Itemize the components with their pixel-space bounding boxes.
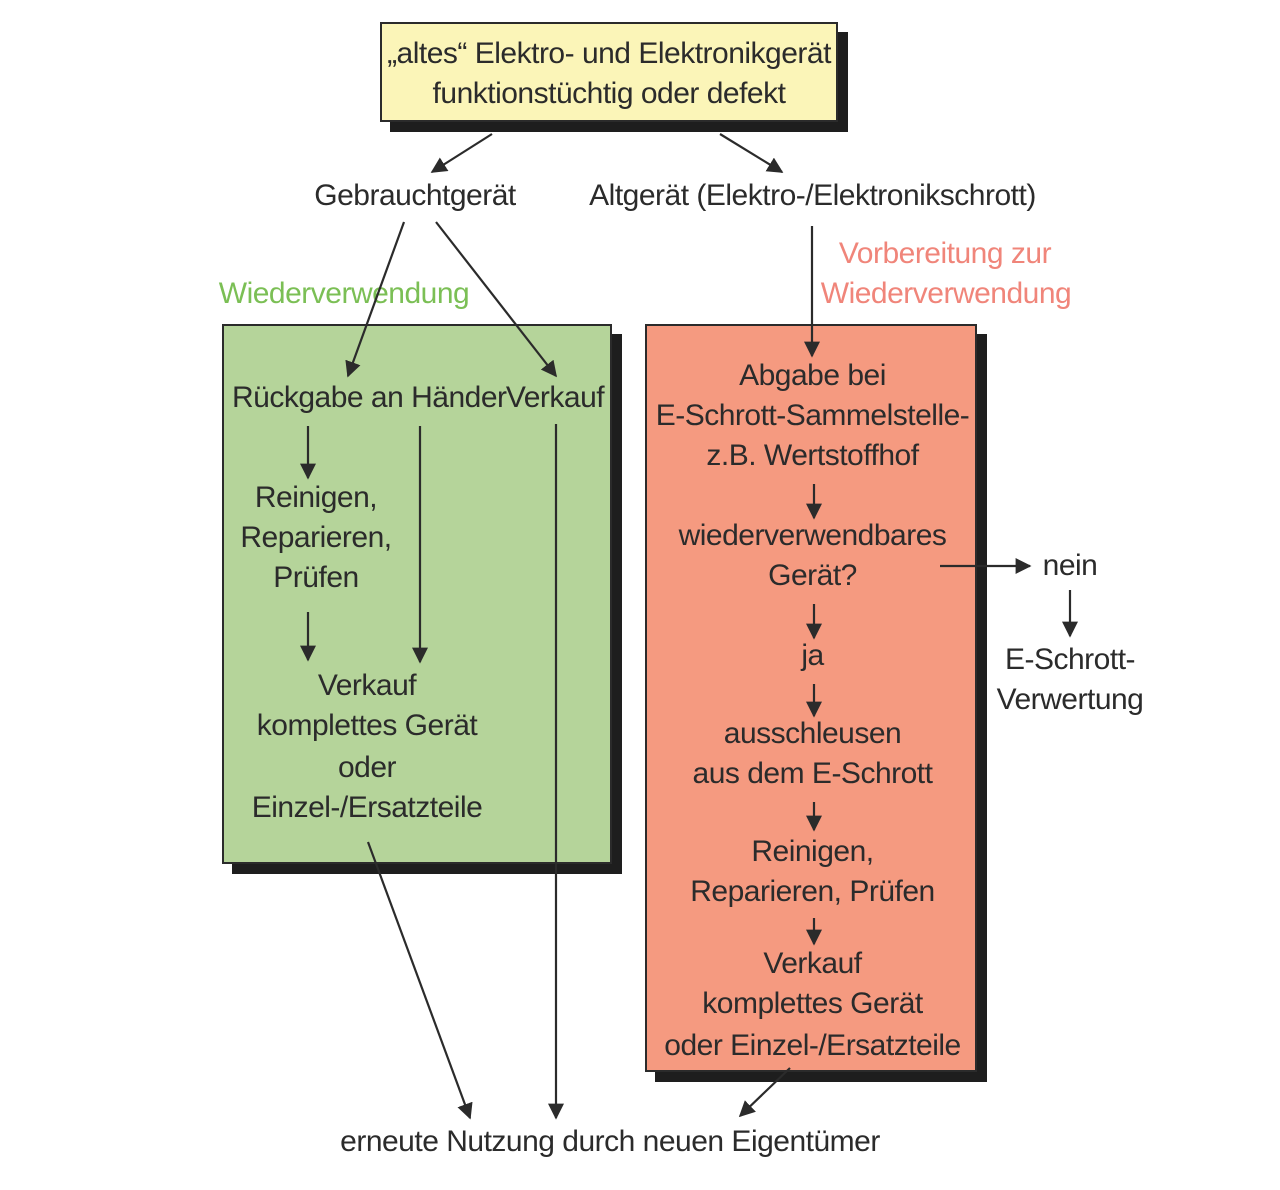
reuse-label: Wiederverwendung [218, 277, 470, 310]
prep-reuse-box [645, 324, 977, 1072]
prep-label-line-2: Wiederverwendung [820, 277, 1072, 310]
green-result-line-3: oder [337, 751, 397, 784]
old-device-label: Altgerät (Elektro-/Elektronikschrott) [589, 179, 1036, 212]
prep-label-line-1: Vorbereitung zur [838, 237, 1052, 270]
start-line-2: funktionstüchtig oder defekt [432, 77, 786, 110]
question-line-2: Gerät? [768, 559, 857, 592]
extract-line-1: ausschleusen [723, 717, 902, 750]
recycle-line-2: Verwertung [996, 683, 1144, 716]
green-result-line-2: komplettes Gerät [256, 709, 478, 742]
green-result-line-4: Einzel-/Ersatzteile [251, 791, 483, 824]
red-clean-line-2: Reparieren, Prüfen [690, 875, 935, 908]
green-clean-line-3: Prüfen [273, 561, 359, 594]
drop-line-1: Abgabe bei [739, 359, 886, 392]
drop-line-3: z.B. Wertstoffhof [706, 439, 919, 472]
arrow-to-old [719, 133, 784, 173]
green-clean-line-2: Reparieren, [240, 521, 392, 554]
used-device-label: Gebrauchtgerät [314, 179, 516, 212]
recycle-line-1: E-Schrott- [1004, 643, 1136, 676]
drop-line-2: E-Schrott-Sammelstelle- [655, 399, 970, 432]
red-result-line-1: Verkauf [763, 947, 862, 980]
arrow-to-used [430, 133, 493, 173]
extract-line-2: aus dem E-Schrott [692, 757, 933, 790]
question-line-1: wiederverwendbares [678, 519, 947, 552]
red-result-line-2: komplettes Gerät [702, 987, 923, 1020]
yes-label: ja [801, 639, 824, 672]
red-clean-line-1: Reinigen, [751, 835, 874, 868]
arrow-green-result-to-bottom [366, 841, 473, 1120]
reuse-box [222, 324, 612, 864]
green-clean-line-1: Reinigen, [254, 481, 378, 514]
start-node: „altes“ Elektro- und Elektronikgerät fun… [380, 22, 838, 122]
sell-used: Verkauf [505, 381, 605, 414]
reuse-by-new-owner: erneute Nutzung durch neuen Eigentümer [340, 1125, 880, 1158]
green-result-line-1: Verkauf [317, 669, 417, 702]
red-result-line-3: oder Einzel-/Ersatzteile [664, 1029, 961, 1062]
start-line-1: „altes“ Elektro- und Elektronikgerät [387, 37, 831, 70]
return-to-dealer: Rückgabe an Händer [232, 381, 507, 414]
no-label: nein [1042, 549, 1098, 582]
